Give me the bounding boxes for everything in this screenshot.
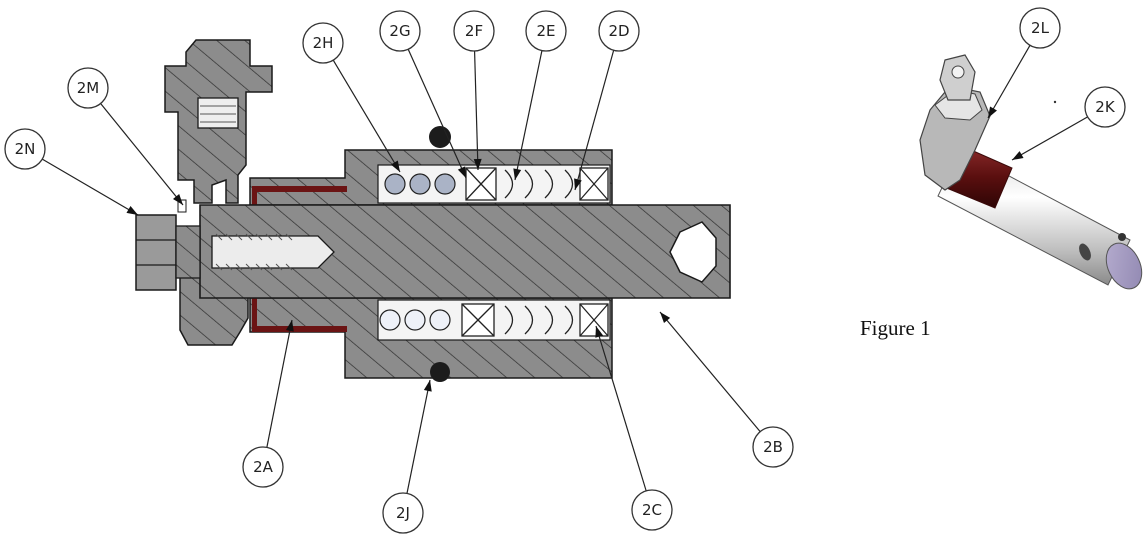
callout-label: 2E [536,22,555,40]
o-ring-bottom [430,362,450,382]
callout-2m: 2M [67,67,109,109]
callout-label: 2H [313,34,334,52]
callout-circle [379,10,421,52]
leader-2m [100,103,184,206]
callout-circle [242,446,284,488]
callout-label: 2J [396,504,410,522]
callout-circle [1019,7,1061,49]
thread-marks [215,233,293,271]
arrowhead-2c [595,326,604,338]
callout-label: 2A [253,458,274,476]
callout-2n: 2N [4,128,46,170]
arrowhead-2g [457,166,466,178]
leader-2j [406,379,431,494]
bearing-balls-top [384,173,456,195]
callout-label: 2B [763,438,783,456]
callout-circle [631,489,673,531]
arrowhead-2n [126,205,138,215]
callout-label: 2N [15,140,36,158]
arrowhead-2f [473,158,482,170]
callout-label: 2F [465,22,483,40]
callout-label: 2C [642,501,662,519]
chevron-seals-bottom [461,303,609,337]
section-view [135,39,731,382]
arrowhead-2j [423,380,432,392]
callout-circle [598,10,640,52]
leader-2k [1011,116,1088,161]
callout-2b: 2B [752,426,794,468]
bolt-head [135,214,177,291]
callout-label: 2K [1095,98,1116,116]
callout-2e: 2E [525,10,567,52]
leader-2b [659,311,761,433]
callout-circle [302,22,344,64]
callout-2h: 2H [302,22,344,64]
iso-cross-hole [1079,243,1091,261]
leader-2c [595,325,647,492]
arrowhead-2h [390,160,400,172]
callout-label: 2L [1031,19,1050,37]
leader-2a [266,319,293,448]
arrowhead-2b [660,312,671,324]
threaded-bore [211,235,335,269]
callout-circle [1084,86,1126,128]
callout-2d: 2D [598,10,640,52]
callout-circle [67,67,109,109]
iso-end-cap [1105,242,1143,290]
callout-2a: 2A [242,446,284,488]
arrowhead-2d [574,178,582,190]
callout-label: 2M [77,79,100,97]
arrowhead-2e [513,168,522,180]
chevron-seals-top [465,167,609,201]
shaft-cross-hole [669,221,717,283]
arrowhead-2m [172,193,183,205]
callout-2g: 2G [379,10,421,52]
leader-2l [987,45,1031,119]
leader-2f [473,50,479,171]
bearing-balls-bottom [379,309,451,331]
callout-circle [453,10,495,52]
callout-label: 2G [389,22,410,40]
arrowhead-2l [988,106,997,118]
iso-pin-hole [1118,233,1126,241]
callout-circle [525,10,567,52]
callout-circle [382,492,424,534]
leader-2n [41,158,139,216]
callout-2f: 2F [453,10,495,52]
seal-liner-top [252,186,347,192]
callout-circle [752,426,794,468]
callout-2k: 2K [1084,86,1126,128]
callout-label: 2D [608,22,629,40]
cap-window [197,97,239,129]
leader-2h [332,59,401,173]
callout-bubbles: 2A 2B 2C 2D 2E 2F 2G 2H 2J 2M 2N 2K 2L [4,7,1126,534]
iso-view [919,54,1143,290]
leader-2g [407,48,467,179]
leader-2e [514,50,543,181]
bolt-shank [175,225,201,279]
leader-lines [41,45,1088,494]
callout-2j: 2J [382,492,424,534]
callout-2l: 2L [1019,7,1061,49]
callout-circle [4,128,46,170]
arrowhead-2a [285,320,294,332]
arrowhead-2k [1012,151,1024,160]
figure-caption: Figure 1 [860,316,931,340]
leader-2d [574,50,615,191]
washer [177,199,187,213]
seal-liner-bottom [252,326,347,332]
callout-2c: 2C [631,489,673,531]
